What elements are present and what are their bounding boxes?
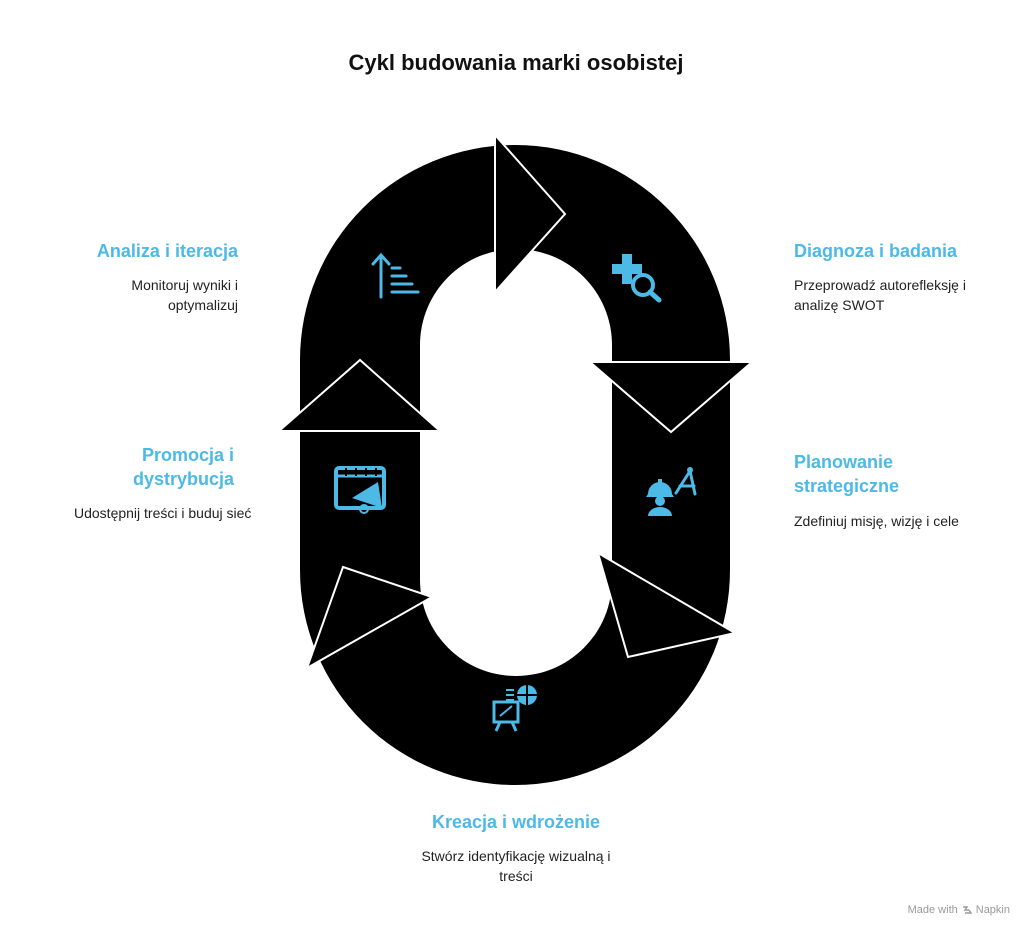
step-title-analysis: Analiza i iteracja [96, 241, 238, 261]
arrow-head-top [494, 132, 567, 295]
step-desc-promotion: Udostępnij treści i buduj sieć [74, 505, 252, 521]
footer-made-with: Made with [907, 904, 958, 916]
engineer-compass-icon [646, 467, 697, 516]
arrow-head-right-upper [587, 361, 755, 434]
footer-branding: Made with Napkin [908, 904, 1010, 916]
step-title-creation: Kreacja i wdrożenie [431, 812, 601, 832]
footer-brand: Napkin [975, 904, 1010, 916]
step-desc-diagnosis: Przeprowadź autorefleksję i analizę SWOT [794, 277, 966, 313]
step-title-diagnosis: Diagnoza i badania [794, 241, 958, 261]
sort-ascending-icon [371, 252, 420, 299]
step-desc-planning: Zdefiniuj misję, wizję i cele [794, 513, 959, 529]
step-title-promotion: Promocja i dystrybucja [132, 445, 234, 489]
napkin-logo-icon [962, 906, 972, 914]
video-megaphone-icon [334, 466, 386, 514]
arrow-head-left [276, 358, 443, 432]
medical-search-icon [612, 254, 662, 303]
presentation-board-icon [492, 685, 537, 732]
step-title-planning: Planowanie strategiczne [794, 452, 900, 496]
step-desc-creation: Stwórz identyfikację wizualną i treści [421, 848, 611, 884]
diagram-title: Cykl budowania marki osobistej [348, 50, 684, 75]
arrow-head-bottom-left [305, 565, 435, 671]
arrow-head-right-lower [596, 550, 738, 659]
step-desc-analysis: Monitoruj wyniki i optymalizuj [131, 277, 238, 313]
